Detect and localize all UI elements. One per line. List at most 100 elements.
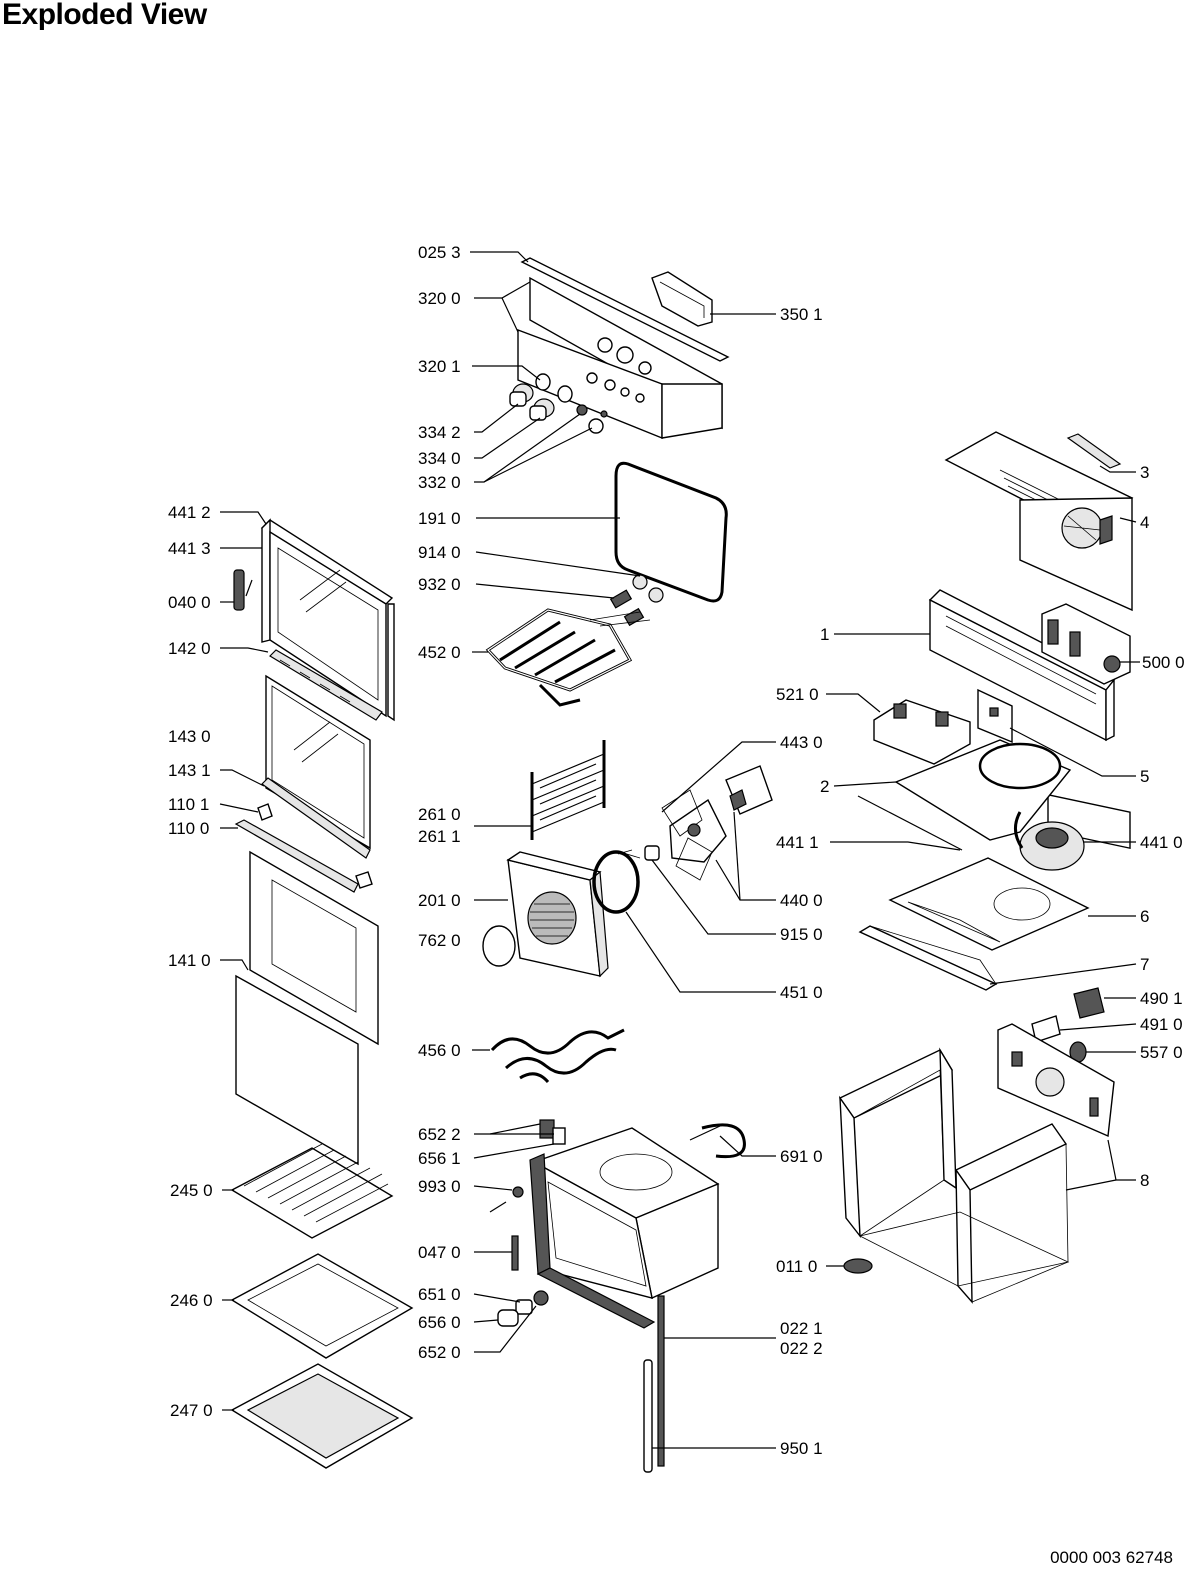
label-3340: 334 0 [418,449,461,468]
label-4560: 456 0 [418,1041,461,1060]
label-1101: 110 1 [168,795,209,814]
part-trim-strip-0253 [520,257,730,362]
label-4430: 443 0 [780,733,823,752]
label-3200: 320 0 [418,289,461,308]
label-2450: 245 0 [170,1181,213,1200]
part-inner-glass-1430 [265,674,371,850]
label-4: 4 [1140,513,1149,532]
label-4410: 441 0 [1140,833,1183,852]
label-0470: 047 0 [418,1243,461,1262]
part-door-panel-1410 [235,850,379,1166]
label-2: 2 [820,777,829,796]
label-4520: 452 0 [418,643,461,662]
label-6560: 656 0 [418,1313,461,1332]
part-bracket-0470 [511,1235,519,1271]
label-0110: 011 0 [776,1257,817,1276]
part-lamp-holders [609,574,664,627]
label-9501: 950 1 [780,1439,823,1458]
label-1420: 142 0 [168,639,211,658]
part-rear-housing-top [944,431,1134,850]
label-6520: 652 0 [418,1343,461,1362]
label-4411: 441 1 [776,833,819,852]
label-0221: 022 1 [780,1319,823,1338]
label-4412: 441 2 [168,503,211,522]
part-plate-7 [858,925,998,991]
part-lower-element-4560 [490,1028,625,1084]
label-5210: 521 0 [776,685,819,704]
part-disc-7620 [482,925,516,967]
part-foot-0110 [843,1258,873,1274]
part-oven-cavity [529,1123,746,1329]
part-door-strip-1420 [269,649,383,721]
label-4901: 490 1 [1140,989,1183,1008]
label-0222: 022 2 [780,1339,823,1358]
label-3501: 350 1 [780,305,823,324]
label-0400: 040 0 [168,593,211,612]
label-4910: 491 0 [1140,1015,1183,1034]
label-1910: 191 0 [418,509,461,528]
label-9320: 932 0 [418,575,461,594]
label-1431: 143 1 [168,761,211,780]
label-9150: 915 0 [780,925,823,944]
part-wire-shelf-2450 [230,1143,394,1239]
part-baking-tray-2460 [230,1253,414,1359]
label-2010: 201 0 [418,891,461,910]
part-plate-5 [977,688,1013,744]
part-door-gasket-1910 [614,461,728,603]
part-side-rails-2610 [530,740,606,840]
label-5: 5 [1140,767,1149,786]
label-3342: 334 2 [418,423,461,442]
label-5000: 500 0 [1142,653,1185,672]
part-outer-casing-8 [838,1047,1070,1304]
part-ring-element-4510 [592,849,641,914]
label-6: 6 [1140,907,1149,926]
part-fan-motor-4410 [1014,811,1085,871]
label-6561: 656 1 [418,1149,461,1168]
label-6510: 651 0 [418,1285,461,1304]
leader-lines [219,251,1140,1449]
label-1100: 110 0 [168,819,209,838]
part-module-5210 [873,699,971,765]
label-3: 3 [1140,463,1149,482]
label-1430: 143 0 [168,727,211,746]
label-4510: 451 0 [780,983,823,1002]
label-8: 8 [1140,1171,1149,1190]
label-3320: 332 0 [418,473,461,492]
part-gasket-strips [643,1295,665,1473]
part-strip-1431 [261,777,371,859]
part-module-5000 [1041,603,1131,685]
callout-labels: 025 3 320 0 350 1 320 1 334 2 334 0 332 … [168,243,1185,1458]
part-fan-cover-2010 [506,851,609,978]
label-6522: 652 2 [418,1125,461,1144]
label-1410: 141 0 [168,951,211,970]
label-1: 1 [820,625,829,644]
label-9930: 993 0 [418,1177,461,1196]
part-hinges [234,803,373,893]
part-screw-9930 [489,1186,524,1213]
label-2611: 261 1 [418,827,461,846]
part-deep-tray-2470 [230,1363,414,1469]
label-3201: 320 1 [418,357,461,376]
part-plate-6 [888,857,1090,951]
label-6910: 691 0 [780,1147,823,1166]
page-title: Exploded View [2,0,207,31]
label-4413: 441 3 [168,539,211,558]
part-grill-element-4520 [485,608,651,707]
label-5570: 557 0 [1140,1043,1183,1062]
label-2470: 247 0 [170,1401,213,1420]
document-number: 0000 003 62748 [1050,1548,1173,1567]
part-door-frame-4412 [260,518,395,722]
label-4400: 440 0 [780,891,823,910]
part-handle-0400 [233,569,253,611]
label-0253: 025 3 [418,243,461,262]
part-control-panel-3200 [517,276,723,440]
part-fan-assembly [644,765,773,881]
part-knob-6510 [497,1290,549,1327]
label-7: 7 [1140,955,1149,974]
part-thermostat-6522 [539,1119,566,1145]
part-back-panel-8 [997,1023,1115,1138]
part-top-shield-2 [857,739,1072,851]
label-7620: 762 0 [418,931,461,950]
label-2460: 246 0 [170,1291,213,1310]
